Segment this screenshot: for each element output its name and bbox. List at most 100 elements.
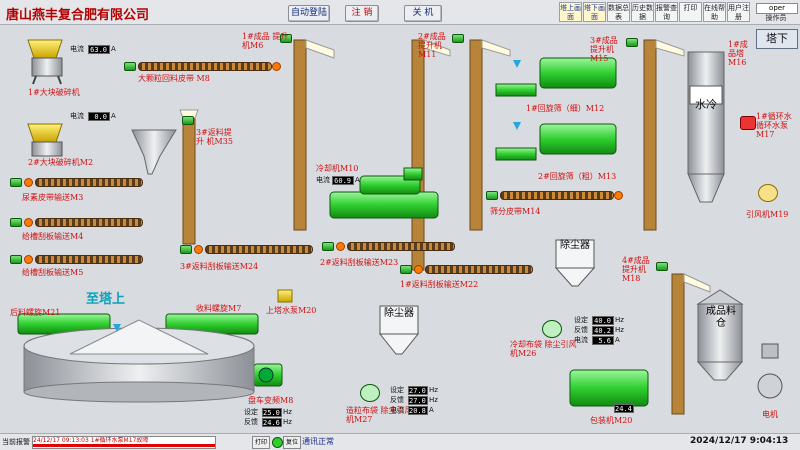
shutdown-button[interactable]: 关 机 xyxy=(404,5,442,22)
belt-m14[interactable] xyxy=(500,191,614,200)
m26-fb-label: 反馈 xyxy=(574,326,588,334)
datetime: 2024/12/17 9:04:13 xyxy=(690,436,789,446)
m27-set: 27.0 xyxy=(408,386,428,395)
urea-belt-motor[interactable] xyxy=(10,178,22,187)
scraper-m23-motor[interactable] xyxy=(322,242,334,251)
screw-m7-label: 收料螺旋M7 xyxy=(196,304,242,313)
chiller-current-label: 电流 xyxy=(316,176,330,184)
reset-button[interactable]: 复位 xyxy=(283,436,301,449)
user-role: 操作员 xyxy=(765,14,787,22)
scraper-m5-motor[interactable] xyxy=(10,255,22,264)
scraper-m5[interactable] xyxy=(35,255,143,264)
scraper-m5-status-icon[interactable] xyxy=(24,255,33,264)
crusher1-current-label: 电流 xyxy=(70,45,84,53)
rotary-screen-2[interactable] xyxy=(495,123,617,161)
dust-collector-2[interactable] xyxy=(554,239,596,287)
elevator-m15[interactable] xyxy=(469,39,511,231)
crusher1-current: 63.0 xyxy=(88,45,110,54)
elev-m18-motor[interactable] xyxy=(656,262,668,271)
scraper-m24-status-icon[interactable] xyxy=(194,245,203,254)
scraper-m4-status-icon[interactable] xyxy=(24,218,33,227)
screw-m21-label: 后料螺旋M21 xyxy=(10,308,61,317)
urea-belt[interactable] xyxy=(35,178,143,187)
tower-m16-label: 1#成 品塔M16 xyxy=(728,40,748,67)
granulator-pan xyxy=(23,319,255,403)
crusher2-current: 0.0 xyxy=(88,112,110,121)
nav-tower-bottom[interactable]: 塔下画面 xyxy=(583,2,606,22)
scraper-m23[interactable] xyxy=(347,242,455,251)
alarm-bar xyxy=(33,444,215,447)
print-alarm-button[interactable]: 打印 xyxy=(252,436,270,449)
to-tower-top-label: 至塔上 xyxy=(86,292,126,307)
freq-set: 25.0 xyxy=(262,408,282,417)
feed-hopper xyxy=(131,129,177,175)
belt-m8[interactable] xyxy=(138,62,272,71)
freq-m8-label: 盘车变频M8 xyxy=(248,396,294,405)
crusher1-label: 1#大块破碎机 xyxy=(28,88,80,97)
nav-alarm-query[interactable]: 报警查询 xyxy=(655,2,678,22)
elev-m6-motor[interactable] xyxy=(280,34,292,43)
belt-m8-status-icon[interactable] xyxy=(272,62,281,71)
pump-m17-alarm-icon[interactable] xyxy=(740,116,756,130)
belt-m14-status-icon[interactable] xyxy=(614,191,623,200)
chiller-current: 60.9 xyxy=(332,176,354,185)
urea-belt-status-icon[interactable] xyxy=(24,178,33,187)
chiller-m10[interactable] xyxy=(329,167,439,219)
scraper-m24-motor[interactable] xyxy=(180,245,192,254)
fan-m19-icon[interactable] xyxy=(758,184,778,202)
elev-m35-motor[interactable] xyxy=(182,116,194,125)
elev-m11-motor[interactable] xyxy=(452,34,464,43)
pump-m20-icon[interactable] xyxy=(277,289,293,303)
dust-collector-2-label: 除尘器 xyxy=(560,240,590,251)
crusher2-current-label: 电流 xyxy=(70,112,84,120)
nav-tower-top[interactable]: 塔上画面 xyxy=(559,2,582,22)
nav-print[interactable]: 打印 xyxy=(679,2,702,22)
logout-button[interactable]: 注 销 xyxy=(345,5,379,22)
crusher-1[interactable] xyxy=(27,39,63,85)
elevator-m18[interactable] xyxy=(671,273,711,415)
scraper-m23-status-icon[interactable] xyxy=(336,242,345,251)
scraper-m22[interactable] xyxy=(425,265,533,274)
m27-fb-unit: Hz xyxy=(429,396,438,404)
elev-m35-label: 3#返料提升 机M35 xyxy=(196,128,233,146)
chiller-current-unit: A xyxy=(355,176,360,184)
nav-history[interactable]: 历史数据 xyxy=(631,2,654,22)
belt-m14-motor[interactable] xyxy=(486,191,498,200)
freq-motor-m8[interactable] xyxy=(253,363,283,387)
pump-m20-label: 上塔水泵M20 xyxy=(266,306,317,315)
cooling-tower-m16[interactable] xyxy=(687,51,725,203)
scraper-m24[interactable] xyxy=(205,245,313,254)
auto-login-button[interactable]: 自动登陆 xyxy=(288,5,330,22)
crusher2-current-unit: A xyxy=(111,112,116,120)
fan-m26-icon[interactable] xyxy=(542,320,562,338)
bagger-m20[interactable] xyxy=(569,369,649,407)
nav-user-register[interactable]: 用户注册 xyxy=(727,2,750,22)
scraper-m23-label: 2#返料刮板输送M23 xyxy=(320,258,399,267)
tower-bottom-button[interactable]: 塔下 xyxy=(756,29,798,49)
motor[interactable] xyxy=(757,343,783,399)
m26-set: 40.0 xyxy=(592,316,614,325)
nav-data-table[interactable]: 数据总表 xyxy=(607,2,630,22)
rotary-screen-1[interactable] xyxy=(495,57,617,97)
dust-collector-1[interactable] xyxy=(378,305,420,355)
elevator-m6[interactable] xyxy=(293,39,335,231)
fan-m27-icon[interactable] xyxy=(360,384,380,402)
scraper-m4-motor[interactable] xyxy=(10,218,22,227)
freq-set-unit: Hz xyxy=(283,408,292,416)
scraper-m22-motor[interactable] xyxy=(400,265,412,274)
crusher-2[interactable] xyxy=(27,123,63,157)
elevator-m11[interactable] xyxy=(411,39,451,271)
m26-fb-unit: Hz xyxy=(615,326,624,334)
scraper-m22-status-icon[interactable] xyxy=(414,265,423,274)
elev-m15-motor[interactable] xyxy=(626,38,638,47)
belt-m8-motor[interactable] xyxy=(124,62,136,71)
m26-set-unit: Hz xyxy=(615,316,624,324)
flow-arrows xyxy=(113,60,521,332)
m26-fb: 40.2 xyxy=(592,326,614,335)
fan-m26-label: 冷却布袋 除尘引风机M26 xyxy=(510,340,577,358)
screen2-label: 2#回旋筛（粗）M13 xyxy=(538,172,617,181)
nav-help[interactable]: 在线帮助 xyxy=(703,2,726,22)
scraper-m4[interactable] xyxy=(35,218,143,227)
elevator-m16[interactable] xyxy=(643,39,685,231)
